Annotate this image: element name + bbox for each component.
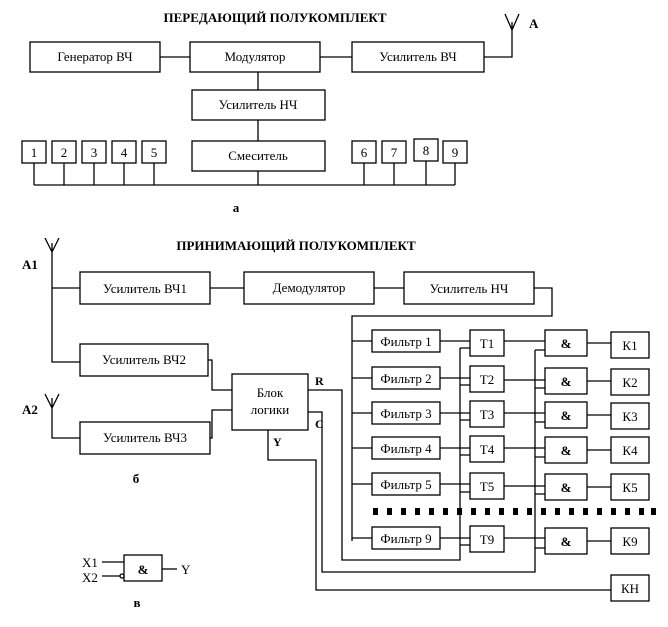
logic-label-line1: Блок (257, 385, 284, 400)
key-label-3: К3 (622, 409, 637, 424)
modulator-label: Модулятор (225, 49, 286, 64)
key-label-1: К1 (622, 338, 637, 353)
gate-x2-label: Х2 (82, 570, 98, 585)
filter-label-2: Фильтр 2 (380, 371, 431, 386)
filter-label-9: Фильтр 9 (380, 531, 431, 546)
filter-label-3: Фильтр 3 (380, 406, 431, 421)
antenna-a2-icon (44, 393, 60, 432)
inversion-bubble-icon (119, 573, 125, 579)
rx-caption: б (133, 471, 140, 486)
trigger-label-5: Т5 (480, 479, 494, 494)
hf-amp-label: Усилитель ВЧ (379, 49, 457, 64)
hf-amp1-label: Усилитель ВЧ1 (103, 281, 187, 296)
logic-block (231, 373, 309, 431)
tx-channel-label-4: 4 (121, 145, 128, 160)
hf-amp3-label: Усилитель ВЧ3 (103, 430, 187, 445)
trigger-9 (469, 525, 505, 553)
hf-amp2-label: Усилитель ВЧ2 (102, 352, 186, 367)
trigger-label-2: Т2 (480, 372, 494, 387)
key-1 (610, 331, 650, 359)
tx-channel-label-6: 6 (361, 145, 368, 160)
and-label-9: & (561, 534, 572, 549)
antenna-a1-icon (44, 237, 60, 270)
tx-channel-label-3: 3 (91, 145, 98, 160)
trigger-label-9: Т9 (480, 532, 494, 547)
rx-lf-amp-label: Усилитель НЧ (430, 281, 509, 296)
trigger-4 (469, 435, 505, 463)
logic-label-line2: логики (251, 402, 290, 417)
generator-label: Генератор ВЧ (57, 49, 133, 64)
ellipsis-dots (373, 508, 656, 515)
trigger-1 (469, 329, 505, 357)
tx-channel-label-9: 9 (452, 145, 459, 160)
key-label-kn: КН (621, 581, 639, 596)
gate-caption: в (133, 595, 140, 610)
logic-pin-y: Y (273, 435, 282, 449)
rx-antenna-a1-label: А1 (22, 257, 38, 272)
gate-x1-label: Х1 (82, 555, 98, 570)
key-3 (610, 402, 650, 430)
key-label-5: К5 (622, 480, 637, 495)
tx-antenna-label: А (529, 16, 539, 31)
trigger-label-1: Т1 (480, 336, 494, 351)
demodulator-label: Демодулятор (273, 280, 346, 295)
tx-channel-label-5: 5 (151, 145, 158, 160)
trigger-3 (469, 400, 505, 428)
tx-caption: а (233, 200, 240, 215)
lf-amp-label: Усилитель НЧ (219, 97, 298, 112)
trigger-label-3: Т3 (480, 407, 494, 422)
trigger-2 (469, 365, 505, 393)
filter-label-1: Фильтр 1 (380, 334, 431, 349)
key-kn (610, 574, 650, 602)
gate-y-label: Y (181, 562, 191, 577)
trigger-label-4: Т4 (480, 442, 495, 457)
tx-channel-label-7: 7 (391, 145, 398, 160)
filter-label-5: Фильтр 5 (380, 477, 431, 492)
key-label-2: К2 (622, 375, 637, 390)
rx-title: ПРИНИМАЮЩИЙ ПОЛУКОМПЛЕКТ (176, 238, 416, 253)
key-2 (610, 368, 650, 396)
and-label-1: & (561, 336, 572, 351)
and-label-3: & (561, 408, 572, 423)
mixer-label: Смеситель (228, 148, 288, 163)
tx-channel-label-1: 1 (31, 145, 38, 160)
and-label-2: & (561, 374, 572, 389)
gate-and-block (123, 554, 163, 582)
gate-symbol: & (138, 562, 149, 577)
logic-pin-r: R (315, 374, 324, 388)
key-label-9: К9 (622, 534, 637, 549)
tx-channel-label-8: 8 (423, 143, 430, 158)
and-label-5: & (561, 480, 572, 495)
filter-label-4: Фильтр 4 (380, 441, 432, 456)
tx-title: ПЕРЕДАЮЩИЙ ПОЛУКОМПЛЕКТ (164, 10, 387, 25)
key-label-4: К4 (622, 443, 638, 458)
antenna-a-icon (504, 13, 520, 50)
and-label-4: & (561, 443, 572, 458)
tx-channel-label-2: 2 (61, 145, 68, 160)
rx-antenna-a2-label: А2 (22, 402, 38, 417)
logic-pin-c: C (315, 417, 324, 431)
